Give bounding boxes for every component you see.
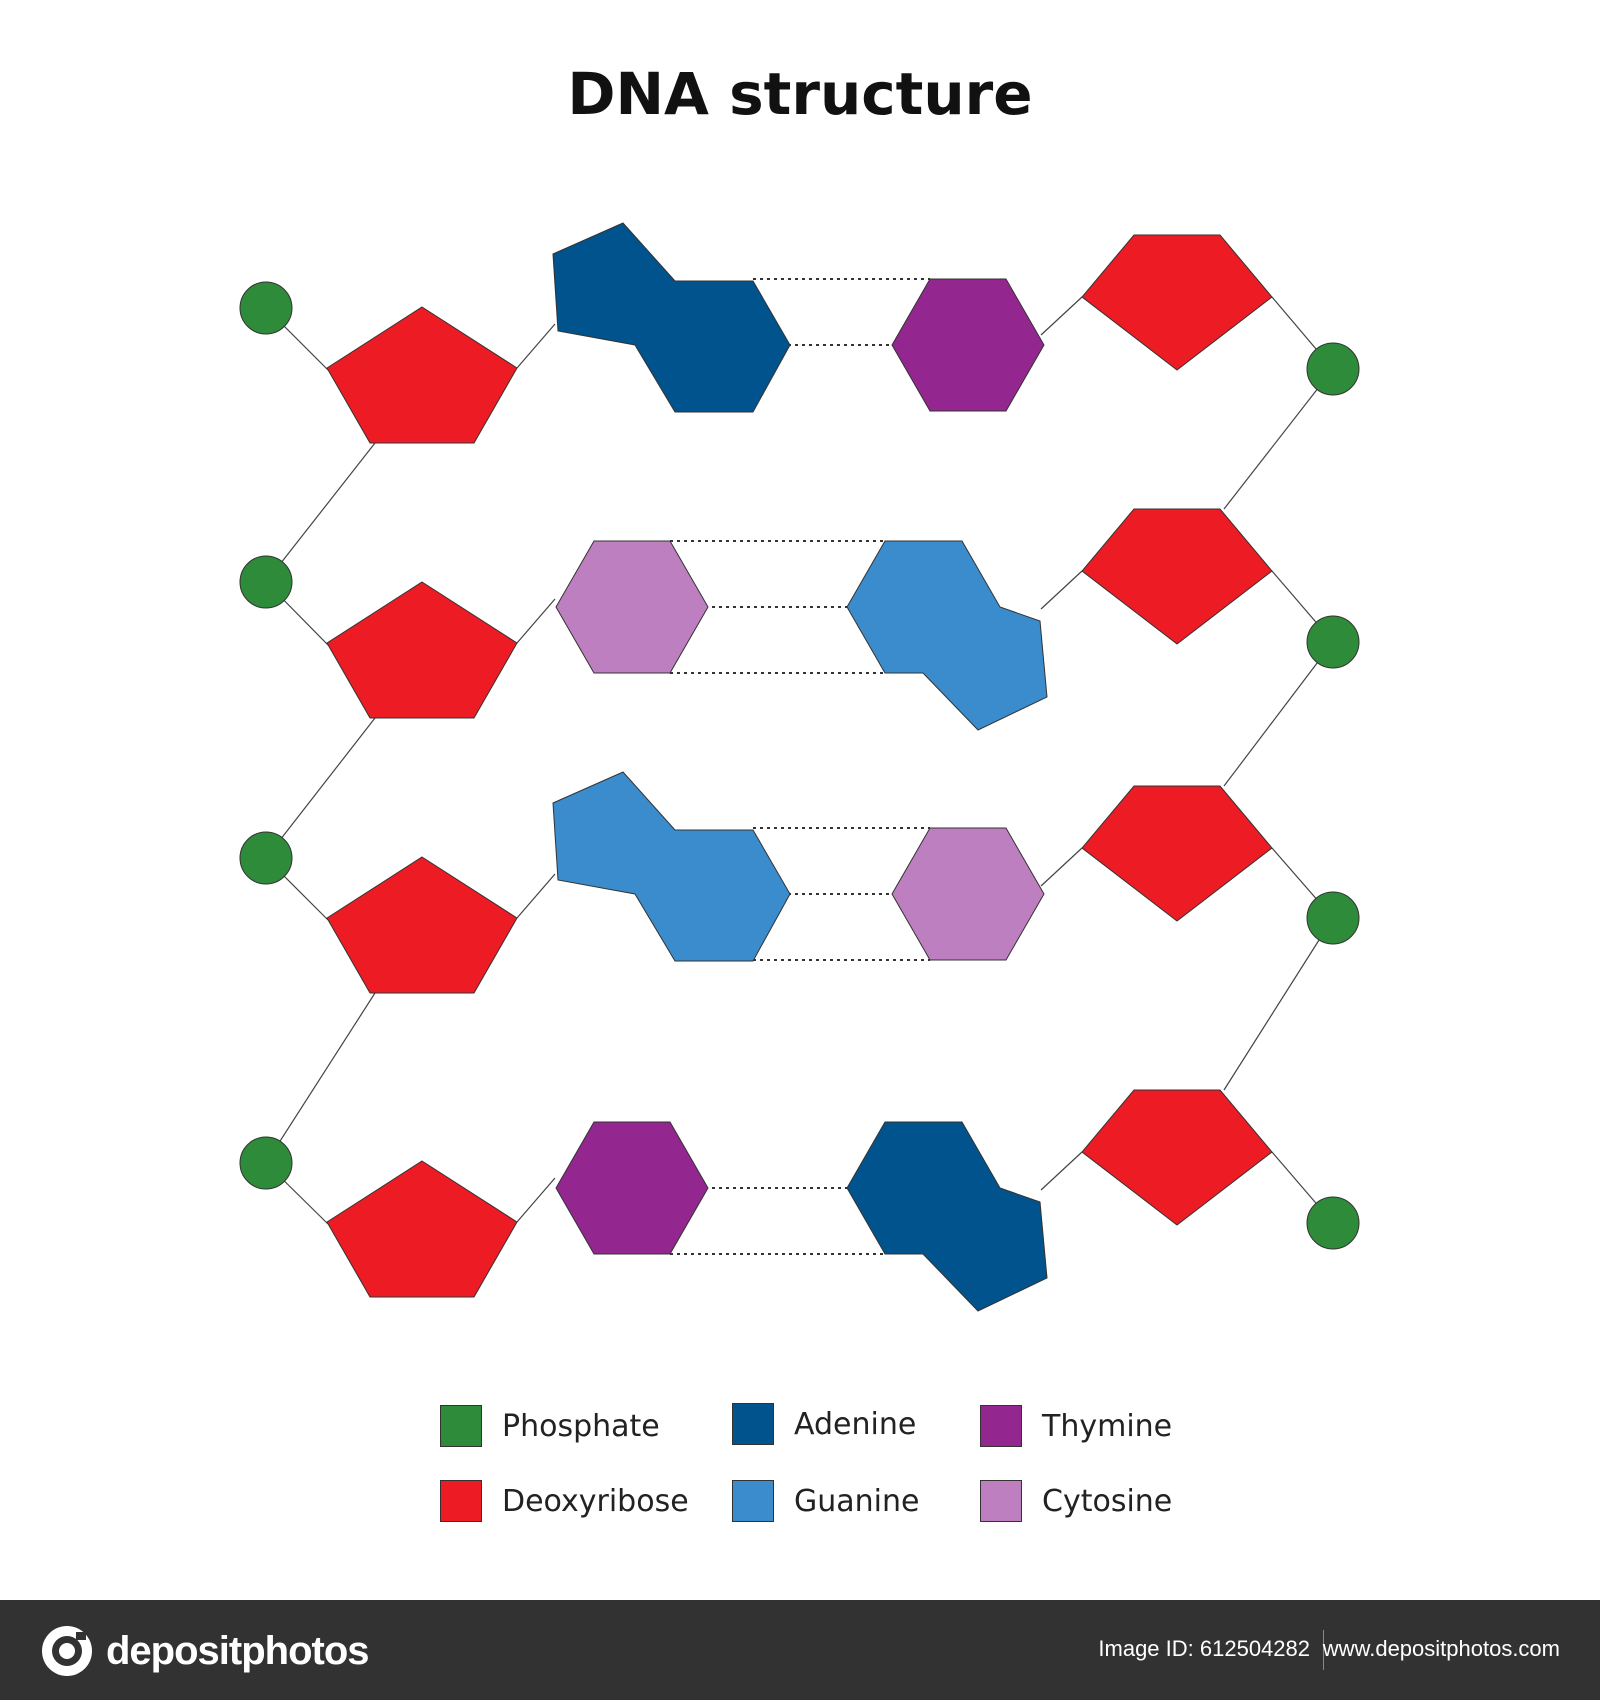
legend-label: Phosphate	[502, 1408, 660, 1444]
legend-label: Thymine	[1042, 1408, 1173, 1444]
sugar-base-bond	[1040, 570, 1083, 610]
thymine-hexagon	[555, 1121, 709, 1255]
legend-swatch	[440, 1405, 482, 1447]
thymine-hexagon	[891, 278, 1045, 412]
phosphate-circle	[239, 555, 293, 609]
deoxyribose-pentagon	[1081, 508, 1273, 645]
legend-item-guanine: Guanine	[732, 1480, 919, 1522]
deoxyribose-pentagon	[1081, 785, 1273, 922]
deoxyribose-pentagon	[326, 306, 518, 444]
backbone-link	[1223, 917, 1334, 1091]
deoxyribose-pentagon	[326, 581, 518, 719]
legend-item-thymine: Thymine	[980, 1405, 1172, 1447]
deoxyribose-pentagon	[326, 856, 518, 994]
legend-item-phosphate: Phosphate	[440, 1405, 660, 1447]
sugar-base-bond	[1040, 1151, 1083, 1191]
sugar-base-bond	[516, 873, 556, 919]
page-title: DNA structure	[567, 60, 1033, 128]
image-id-text: Image ID: 612504282	[1098, 1636, 1310, 1661]
deoxyribose-pentagon	[1081, 1089, 1273, 1226]
guanine-purine	[552, 771, 791, 962]
legend-item-adenine: Adenine	[732, 1403, 916, 1445]
backbone-lines	[265, 296, 1334, 1225]
hydrogen-bond-lines	[670, 278, 930, 1255]
brand-name: depositphotos	[106, 1628, 370, 1673]
legend-label: Cytosine	[1042, 1483, 1173, 1519]
phosphate-circle	[239, 281, 293, 335]
phosphate-circle	[1306, 342, 1360, 396]
phosphate-circle	[1306, 891, 1360, 945]
camera-logo-icon	[42, 1626, 92, 1676]
phosphate-circle	[1306, 615, 1360, 669]
backbone-link	[265, 717, 376, 859]
backbone-link	[265, 992, 376, 1164]
sugar-base-bond	[1040, 296, 1083, 336]
legend-item-cytosine: Cytosine	[980, 1480, 1172, 1522]
site-url-link[interactable]: www.depositphotos.com	[1322, 1636, 1560, 1661]
phosphate-circle	[239, 1136, 293, 1190]
backbone-link	[265, 442, 376, 583]
sugar-base-bond	[1040, 847, 1083, 887]
legend-swatch	[732, 1403, 774, 1445]
sugar-base-bond	[516, 323, 556, 369]
legend-label: Adenine	[794, 1406, 917, 1442]
deoxyribose-pentagon	[1081, 234, 1273, 371]
legend-label: Deoxyribose	[502, 1483, 689, 1519]
legend-swatch	[980, 1405, 1022, 1447]
footer-bar: depositphotos Image ID: 612504282 www.de…	[0, 1600, 1600, 1700]
guanine-purine	[846, 540, 1048, 731]
dna-shapes	[239, 222, 1360, 1312]
legend-label: Guanine	[794, 1483, 920, 1519]
brand-logo[interactable]: depositphotos	[40, 1624, 370, 1678]
sugar-base-bond	[516, 1177, 556, 1223]
phosphate-circle	[1306, 1196, 1360, 1250]
backbone-link	[1223, 641, 1334, 787]
backbone-link	[1223, 368, 1334, 510]
legend-swatch	[980, 1480, 1022, 1522]
adenine-purine	[846, 1121, 1048, 1312]
deoxyribose-pentagon	[326, 1160, 518, 1298]
cytosine-hexagon	[555, 540, 709, 674]
adenine-purine	[552, 222, 791, 413]
cytosine-hexagon	[891, 827, 1045, 961]
legend-swatch	[440, 1480, 482, 1522]
sugar-base-bond	[516, 598, 556, 644]
footer-divider	[1323, 1630, 1324, 1670]
legend-swatch	[732, 1480, 774, 1522]
phosphate-circle	[239, 831, 293, 885]
legend-item-deoxyribose: Deoxyribose	[440, 1480, 689, 1522]
dna-diagram	[239, 222, 1360, 1312]
